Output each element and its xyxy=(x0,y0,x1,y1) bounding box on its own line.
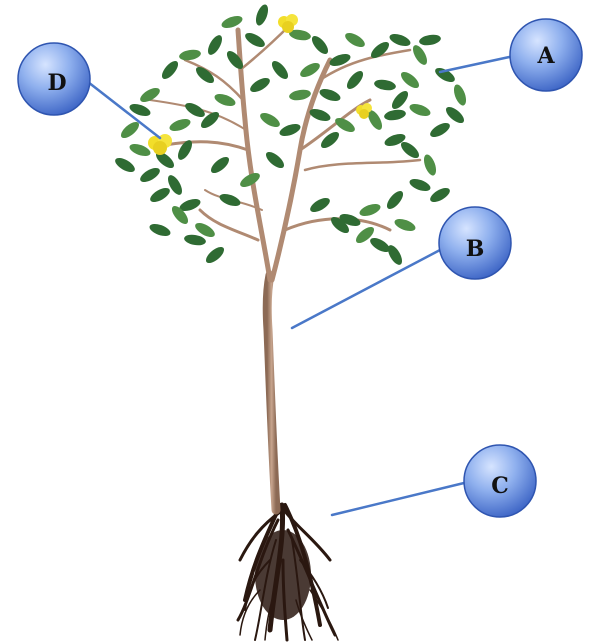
leaf xyxy=(148,222,172,239)
leaf xyxy=(428,120,452,140)
leaf xyxy=(203,244,226,266)
leaf xyxy=(168,117,192,134)
leaf xyxy=(263,149,286,171)
leaf xyxy=(298,60,322,80)
pointer-line-c xyxy=(332,483,464,515)
leaf xyxy=(398,69,421,91)
leaf xyxy=(178,48,201,62)
label-bubble-b: B xyxy=(439,207,511,279)
leaf xyxy=(269,58,291,81)
leaf xyxy=(159,58,181,81)
leaf xyxy=(393,217,417,234)
pointer-line-b xyxy=(292,250,440,328)
leaf xyxy=(205,33,225,57)
leaf xyxy=(248,75,272,95)
leaf xyxy=(343,30,367,50)
label-bubble-a: A xyxy=(510,19,582,91)
root-mass xyxy=(255,530,311,620)
leaf xyxy=(213,92,237,109)
leaf xyxy=(408,177,432,194)
leaf xyxy=(410,43,430,67)
leaf xyxy=(408,102,432,119)
leaf xyxy=(278,122,302,139)
leaf xyxy=(358,202,382,219)
leaf xyxy=(113,155,137,175)
label-a-text: A xyxy=(536,43,555,69)
pointer-lines xyxy=(88,56,514,515)
leaf xyxy=(254,3,271,27)
stem xyxy=(150,25,420,510)
leaf xyxy=(383,108,406,122)
leaf xyxy=(220,14,244,31)
leaf xyxy=(318,129,341,151)
leaf xyxy=(428,185,452,205)
label-c-text: C xyxy=(491,473,509,499)
leaf xyxy=(308,195,332,215)
leaf xyxy=(388,32,412,49)
leaf xyxy=(398,139,421,161)
leaf xyxy=(318,87,342,104)
leaf xyxy=(243,30,267,50)
leaf xyxy=(148,185,172,205)
label-b-text: B xyxy=(466,236,485,262)
leaf xyxy=(452,83,469,107)
leaf xyxy=(443,104,466,126)
leaf xyxy=(373,78,396,92)
leaf xyxy=(288,88,311,102)
leaf xyxy=(218,192,242,209)
label-d-text: D xyxy=(47,70,66,96)
leaf xyxy=(183,233,206,247)
leaf xyxy=(384,188,406,211)
leaf xyxy=(389,88,411,111)
leaf xyxy=(422,153,439,177)
leaf xyxy=(208,154,231,176)
label-bubble-c: C xyxy=(464,445,536,517)
leaf xyxy=(418,33,441,47)
leaf xyxy=(344,68,366,91)
leaf xyxy=(258,110,282,130)
leaf xyxy=(138,165,162,185)
label-bubble-d: D xyxy=(18,43,90,115)
leaf xyxy=(309,33,331,56)
pointer-line-a xyxy=(440,56,514,72)
